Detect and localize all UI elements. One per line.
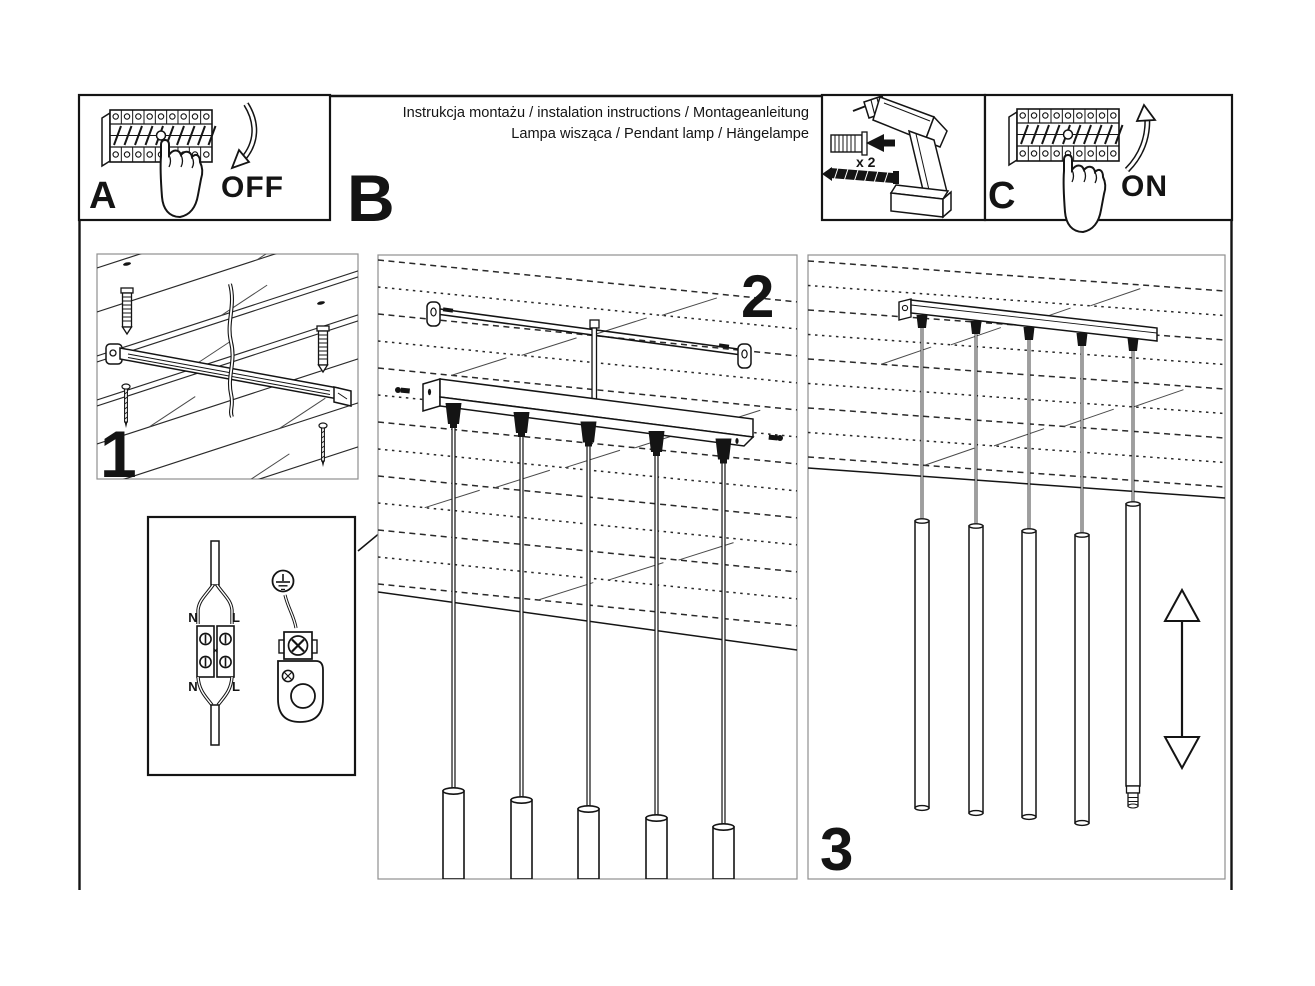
bulb-socket <box>1125 785 1141 809</box>
terminal-label-n-bottom: N <box>188 679 197 694</box>
earth-clamp <box>277 594 324 723</box>
cable-grip <box>1076 333 1088 346</box>
step-2-panel: 2 <box>377 254 798 880</box>
terminal-label-l-bottom: L <box>232 679 240 694</box>
wall-plug-icon <box>830 131 895 156</box>
cable-grip <box>580 421 597 443</box>
cable-grip <box>648 431 665 452</box>
panel-a-label: A <box>89 175 116 217</box>
panel-c-label: C <box>988 175 1015 217</box>
cable-grip <box>916 315 928 328</box>
section-b-label: B <box>347 161 395 235</box>
cable-grip <box>970 321 982 334</box>
pendant-tube <box>1074 534 1090 824</box>
header-line2: Lampa wisząca / Pendant lamp / Hängelamp… <box>511 126 809 142</box>
height-adjust-arrow <box>1163 587 1201 771</box>
pendant-tube <box>645 817 668 879</box>
panel-a: A OFF <box>77 93 332 222</box>
screw-icon <box>822 167 899 185</box>
pendant-tube <box>712 826 735 879</box>
step-2-number: 2 <box>741 263 774 330</box>
canopy-screw <box>395 387 410 394</box>
header-line1: Instrukcja montażu / instalation instruc… <box>403 105 809 121</box>
step-1-number: 1 <box>100 417 137 491</box>
drill-icon <box>852 95 952 219</box>
tools-quantity: x 2 <box>856 154 876 170</box>
pendant-tube <box>968 525 984 814</box>
cable-grip <box>1127 338 1139 351</box>
cable-grip <box>715 438 732 460</box>
cable-grip <box>1023 327 1035 340</box>
panel-c-state: ON <box>1121 170 1168 203</box>
canopy-screw <box>768 434 783 441</box>
pendant-tube <box>1125 503 1141 787</box>
terminal-block-diagram: N L N L <box>188 540 240 746</box>
breaker-side <box>1008 110 1018 167</box>
pendant-tube <box>577 808 600 879</box>
panel-c: C ON <box>983 93 1234 233</box>
circuit-breaker-icon <box>1008 108 1124 167</box>
pendant-tube <box>914 520 930 809</box>
tools-panel: x 2 <box>820 93 987 222</box>
mounting-bracket <box>426 301 752 369</box>
header: Instrukcja montażu / instalation instruc… <box>347 105 809 235</box>
canopy <box>898 298 1158 342</box>
step-1-panel: 1 <box>96 253 359 491</box>
terminal-label-n-top: N <box>188 610 197 625</box>
step-3-panel: 3 <box>807 254 1226 883</box>
drill-hole <box>317 301 325 305</box>
wall-plug-icon <box>120 287 134 335</box>
pendant-cables <box>442 403 735 879</box>
pendant-tube <box>442 790 465 879</box>
cable-grip <box>513 412 530 433</box>
pendant-tube <box>1021 530 1037 818</box>
arrow-off-icon <box>230 102 258 170</box>
ground-symbol-icon <box>271 569 295 593</box>
ceiling-pattern <box>97 254 358 479</box>
wiring-inset: N L N L <box>146 515 357 777</box>
step-3-number: 3 <box>820 816 853 883</box>
wall-plug-icon <box>316 325 330 373</box>
pendant-cables <box>914 315 1141 827</box>
cable-grip <box>445 403 462 424</box>
power-cable <box>227 283 235 418</box>
breaker-side <box>101 111 111 168</box>
panel-a-state: OFF <box>221 171 284 204</box>
arrow-on-icon <box>1124 103 1157 173</box>
ceiling-edge <box>807 467 1226 499</box>
drill-hole <box>123 262 131 266</box>
terminal-label-l-top: L <box>232 610 240 625</box>
pendant-tube <box>510 799 533 879</box>
